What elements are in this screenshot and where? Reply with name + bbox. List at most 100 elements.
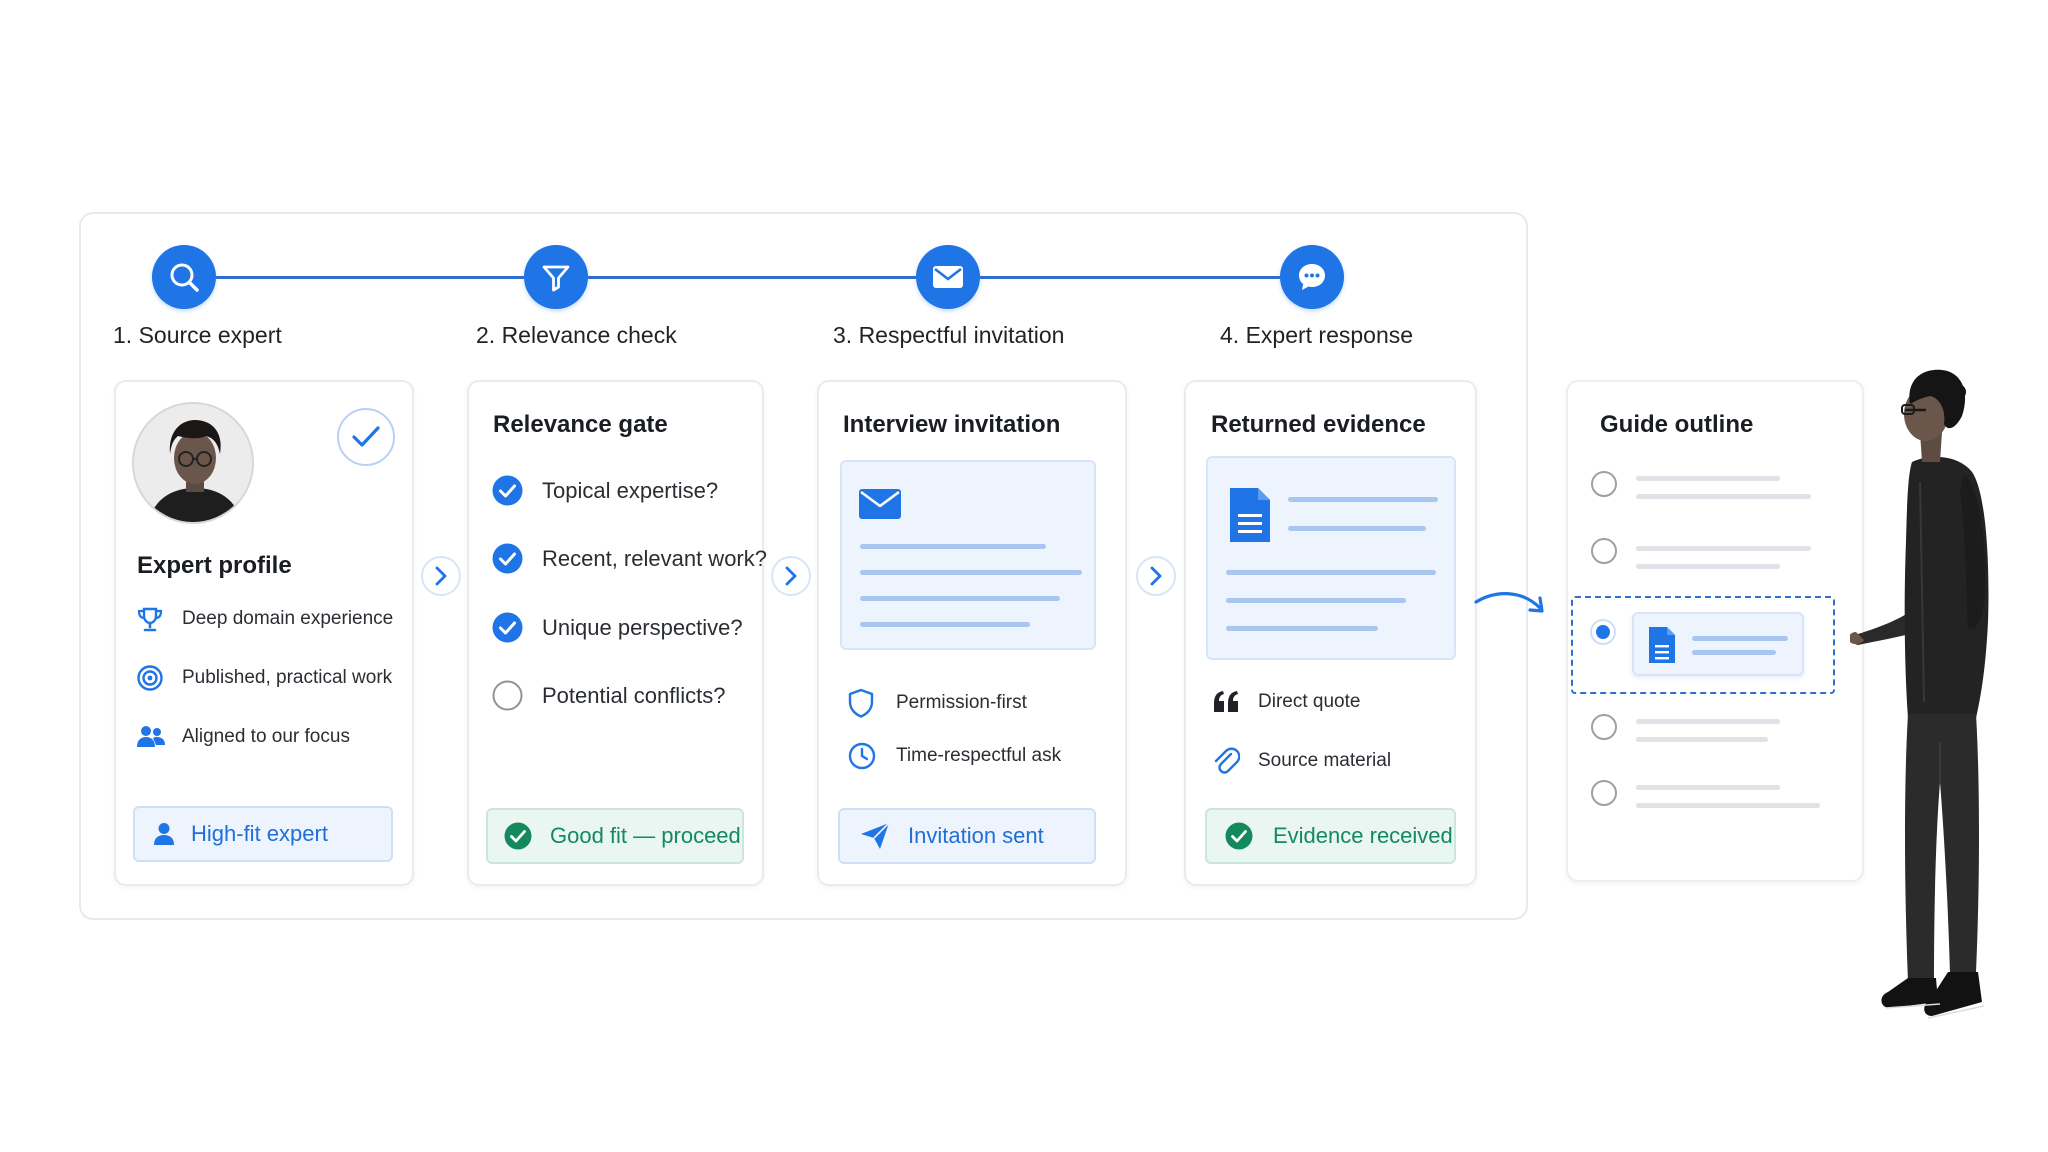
- evidence-item-label: Source material: [1258, 750, 1392, 771]
- card-title: Interview invitation: [843, 411, 1061, 438]
- badge-label: Good fit — proceed: [550, 823, 741, 848]
- target-icon: [137, 665, 163, 691]
- check-circle-icon: [504, 822, 532, 850]
- checked-icon: [492, 543, 523, 574]
- evidence-item: Direct quote: [1212, 690, 1360, 714]
- profile-item: Deep domain experience: [136, 605, 393, 633]
- filter-icon: [542, 265, 570, 292]
- outline-line: [1636, 803, 1820, 808]
- evidence-preview: [1206, 456, 1456, 660]
- quote-icon: [1214, 691, 1238, 712]
- paperclip-icon: [1214, 747, 1240, 774]
- chat-bubble-icon: [1299, 264, 1325, 290]
- step-2-circle[interactable]: [524, 245, 588, 309]
- chevron-right-icon: [1150, 566, 1162, 586]
- badge-label: Evidence received: [1273, 823, 1453, 848]
- outline-line: [1636, 494, 1811, 499]
- checklist-item[interactable]: Topical expertise?: [492, 475, 718, 506]
- envelope-icon: [933, 266, 963, 288]
- badge-label: Invitation sent: [908, 823, 1044, 848]
- evidence-item: Source material: [1212, 746, 1391, 776]
- timeline-connector: [980, 276, 1280, 279]
- outline-line: [1636, 476, 1780, 481]
- profile-item-label: Aligned to our focus: [182, 726, 350, 747]
- outline-line: [1636, 785, 1780, 790]
- checklist-item[interactable]: Potential conflicts?: [492, 680, 725, 711]
- invitation-item: Permission-first: [848, 688, 1027, 718]
- inserted-evidence-chip[interactable]: [1632, 612, 1804, 676]
- outline-radio-selected[interactable]: [1590, 619, 1616, 645]
- invitation-item-label: Time-respectful ask: [896, 745, 1062, 766]
- step-4-circle[interactable]: [1280, 245, 1344, 309]
- outline-radio[interactable]: [1591, 538, 1617, 564]
- next-chevron-button[interactable]: [421, 556, 461, 596]
- good-fit-badge: Good fit — proceed: [486, 808, 744, 864]
- text-line: [860, 622, 1030, 627]
- outline-radio[interactable]: [1591, 471, 1617, 497]
- evidence-item-label: Direct quote: [1258, 691, 1361, 712]
- envelope-icon: [859, 489, 901, 519]
- checked-icon: [492, 475, 523, 506]
- outline-radio[interactable]: [1591, 714, 1617, 740]
- text-line: [1692, 650, 1776, 655]
- badge-label: High-fit expert: [191, 821, 328, 846]
- timeline-connector: [588, 276, 916, 279]
- document-icon: [1230, 488, 1270, 542]
- step-3-title: 3. Respectful invitation: [833, 322, 1065, 348]
- curved-arrow-icon: [1474, 592, 1544, 613]
- card-title: Returned evidence: [1211, 411, 1426, 438]
- checklist-item[interactable]: Unique perspective?: [492, 612, 743, 643]
- invitation-preview: [840, 460, 1096, 650]
- chevron-right-icon: [435, 566, 447, 586]
- text-line: [860, 544, 1046, 549]
- text-line: [1226, 598, 1406, 603]
- checklist-label: Potential conflicts?: [542, 682, 726, 708]
- next-chevron-button[interactable]: [1136, 556, 1176, 596]
- high-fit-badge: High-fit expert: [133, 806, 393, 862]
- standing-person-illustration: [1850, 369, 1989, 1019]
- checklist-item[interactable]: Recent, relevant work?: [492, 543, 767, 574]
- text-line: [860, 570, 1082, 575]
- timeline-connector: [216, 276, 524, 279]
- verified-check-icon: [337, 408, 395, 466]
- evidence-received-badge: Evidence received: [1205, 808, 1456, 864]
- step-2-title: 2. Relevance check: [476, 322, 677, 348]
- paper-plane-icon: [861, 822, 890, 849]
- search-icon: [170, 263, 199, 292]
- chevron-right-icon: [785, 566, 797, 586]
- profile-item: Aligned to our focus: [136, 723, 350, 751]
- checked-icon: [492, 612, 523, 643]
- card-title: Guide outline: [1600, 411, 1754, 438]
- document-icon: [1649, 627, 1675, 663]
- people-icon: [137, 726, 165, 747]
- shield-icon: [848, 688, 874, 718]
- next-chevron-button[interactable]: [771, 556, 811, 596]
- text-line: [860, 596, 1060, 601]
- step-1-circle[interactable]: [152, 245, 216, 309]
- step-4-title: 4. Expert response: [1220, 322, 1414, 348]
- card-title: Expert profile: [137, 552, 292, 579]
- text-line: [1288, 497, 1438, 502]
- checklist-label: Recent, relevant work?: [542, 545, 767, 571]
- outline-line: [1636, 546, 1811, 551]
- step-3-circle[interactable]: [916, 245, 980, 309]
- clock-icon: [848, 742, 876, 770]
- text-line: [1226, 626, 1378, 631]
- outline-line: [1636, 737, 1768, 742]
- outline-line: [1636, 564, 1780, 569]
- text-line: [1692, 636, 1788, 641]
- step-1-title: 1. Source expert: [113, 322, 282, 348]
- unchecked-icon: [492, 680, 523, 711]
- person-icon: [154, 823, 174, 845]
- profile-item-label: Published, practical work: [182, 667, 393, 688]
- avatar: [132, 402, 254, 524]
- invitation-item: Time-respectful ask: [848, 742, 1061, 770]
- profile-item-label: Deep domain experience: [182, 608, 394, 629]
- card-title: Relevance gate: [493, 411, 668, 438]
- text-line: [1226, 570, 1436, 575]
- outline-radio[interactable]: [1591, 780, 1617, 806]
- checklist-label: Topical expertise?: [542, 477, 719, 503]
- checklist-label: Unique perspective?: [542, 614, 743, 640]
- trophy-icon: [137, 607, 163, 632]
- outline-selected-slot[interactable]: [1571, 596, 1835, 694]
